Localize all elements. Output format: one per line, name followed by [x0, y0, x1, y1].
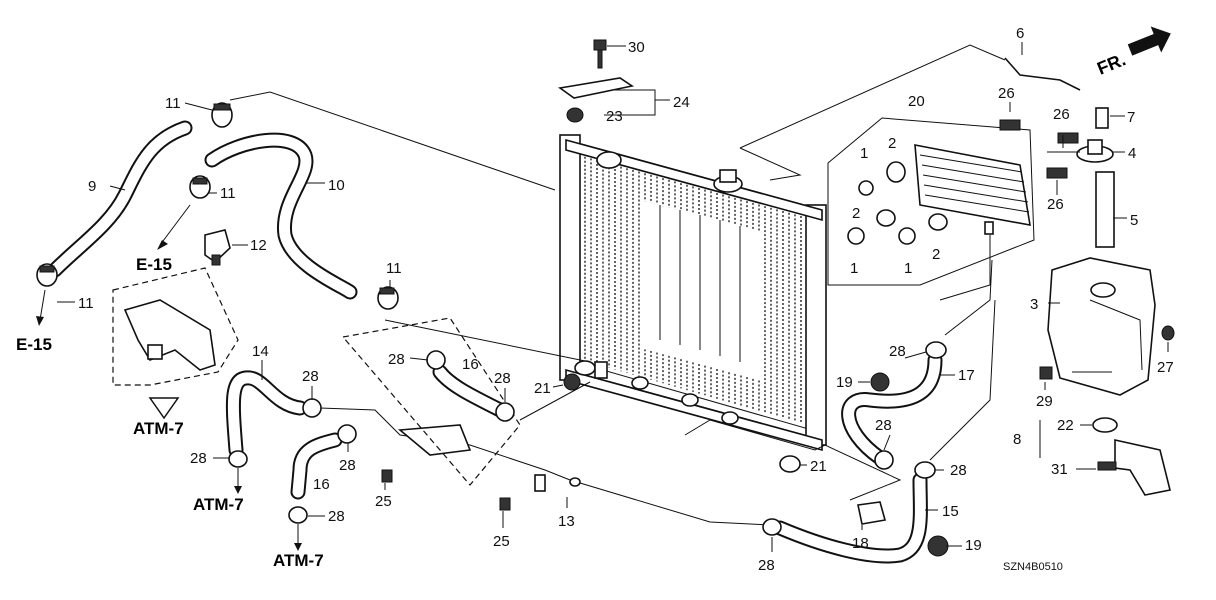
- ref-e15-lower: E-15: [16, 335, 52, 354]
- callout-14: 14: [252, 343, 269, 360]
- joint-7: [1095, 107, 1109, 129]
- ref-e15-upper: E-15: [136, 255, 172, 274]
- front-direction-arrow: FR.: [1094, 26, 1171, 79]
- callout-24: 24: [673, 94, 690, 111]
- callout-4: 4: [1128, 145, 1136, 162]
- callout-11d: 11: [386, 260, 402, 277]
- callout-10: 10: [328, 177, 345, 194]
- reserve-tank-cap-4: [1076, 139, 1114, 163]
- ref-atm7-hose16: ATM-7: [273, 551, 324, 570]
- callout-13: 13: [558, 513, 575, 530]
- hose-clip-12: [204, 229, 231, 266]
- oil-cooler-assembly-20: [827, 117, 1035, 301]
- radiator-core: [559, 134, 827, 452]
- reserve-tank-3: [1047, 257, 1156, 396]
- callout-leaders: [57, 42, 1169, 552]
- callout-28g: 28: [889, 343, 906, 360]
- callout-28h: 28: [875, 417, 892, 434]
- ref-atm7-bracket: ATM-7: [133, 419, 184, 438]
- callout-28i: 28: [950, 462, 967, 479]
- callout-1b: 1: [850, 260, 858, 277]
- callout-7: 7: [1127, 109, 1135, 126]
- atf-pipe-group-box: [341, 317, 521, 486]
- callout-1c: 1: [904, 260, 912, 277]
- callout-17: 17: [958, 367, 975, 384]
- callout-27: 27: [1157, 359, 1174, 376]
- callout-28j: 28: [758, 557, 775, 574]
- diagram-code: SZN4B0510: [1003, 561, 1063, 573]
- callout-9: 9: [88, 178, 96, 195]
- hose-clamp-11: [36, 102, 399, 310]
- callout-2b: 2: [852, 205, 860, 222]
- bolt-26: [1057, 132, 1079, 144]
- section-references: E-15 E-15 ATM-7 ATM-7 ATM-7: [16, 255, 324, 570]
- callout-11c: 11: [78, 295, 94, 312]
- overflow-tube-5: [1095, 171, 1115, 248]
- callout-20: 20: [908, 93, 925, 110]
- bolt-29: [1039, 366, 1053, 380]
- callout-29: 29: [1036, 393, 1053, 410]
- callout-28d: 28: [339, 457, 356, 474]
- callout-6: 6: [1016, 25, 1024, 42]
- ref-atm7-hose14: ATM-7: [193, 495, 244, 514]
- callout-28c: 28: [302, 368, 319, 385]
- bolts-and-grommets: [381, 372, 949, 557]
- atm7-bracket-box: [112, 267, 239, 420]
- callout-23: 23: [606, 108, 623, 125]
- callout-16a: 16: [462, 356, 479, 373]
- tank-nut-27: [1161, 325, 1175, 341]
- callout-21b: 21: [810, 458, 827, 475]
- callout-28a: 28: [388, 351, 405, 368]
- callout-15: 15: [942, 503, 959, 520]
- callout-8: 8: [1013, 431, 1021, 448]
- callout-31: 31: [1051, 461, 1068, 478]
- callout-5: 5: [1130, 212, 1138, 229]
- callout-2a: 2: [888, 135, 896, 152]
- callout-28b: 28: [494, 370, 511, 387]
- upper-mount-bracket: [557, 39, 635, 123]
- return-hose-15: [772, 472, 928, 564]
- tank-bracket-8: [1097, 439, 1171, 496]
- callout-25b: 25: [493, 533, 510, 550]
- callout-11b: 11: [220, 185, 236, 202]
- callout-3: 3: [1030, 296, 1038, 313]
- grommet-22: [1092, 417, 1118, 433]
- callout-12: 12: [250, 237, 267, 254]
- callout-28e: 28: [190, 450, 207, 467]
- callout-2c: 2: [932, 246, 940, 263]
- callout-1a: 1: [860, 145, 868, 162]
- callout-numbers: 30 24 23 6 7 4 5 20 26 26 26 2 2 2 1 1 1…: [78, 25, 1174, 574]
- tube-6: [1004, 57, 1081, 91]
- callout-21a: 21: [534, 380, 551, 397]
- callout-19b: 19: [965, 537, 982, 554]
- callout-18: 18: [852, 535, 869, 552]
- callout-16b: 16: [313, 476, 330, 493]
- leader-line: [229, 91, 556, 191]
- callout-11a: 11: [165, 95, 181, 112]
- callout-26c: 26: [1047, 196, 1064, 213]
- atf-pipe-13: [319, 407, 581, 492]
- callout-30: 30: [628, 39, 645, 56]
- callout-28f: 28: [328, 508, 345, 525]
- callout-19a: 19: [836, 374, 853, 391]
- callout-26a: 26: [998, 85, 1015, 102]
- hose-clamp-28: [228, 341, 947, 536]
- callout-26b: 26: [1053, 106, 1070, 123]
- callout-22: 22: [1057, 417, 1074, 434]
- callout-25a: 25: [375, 493, 392, 510]
- svg-text:FR.: FR.: [1094, 49, 1128, 78]
